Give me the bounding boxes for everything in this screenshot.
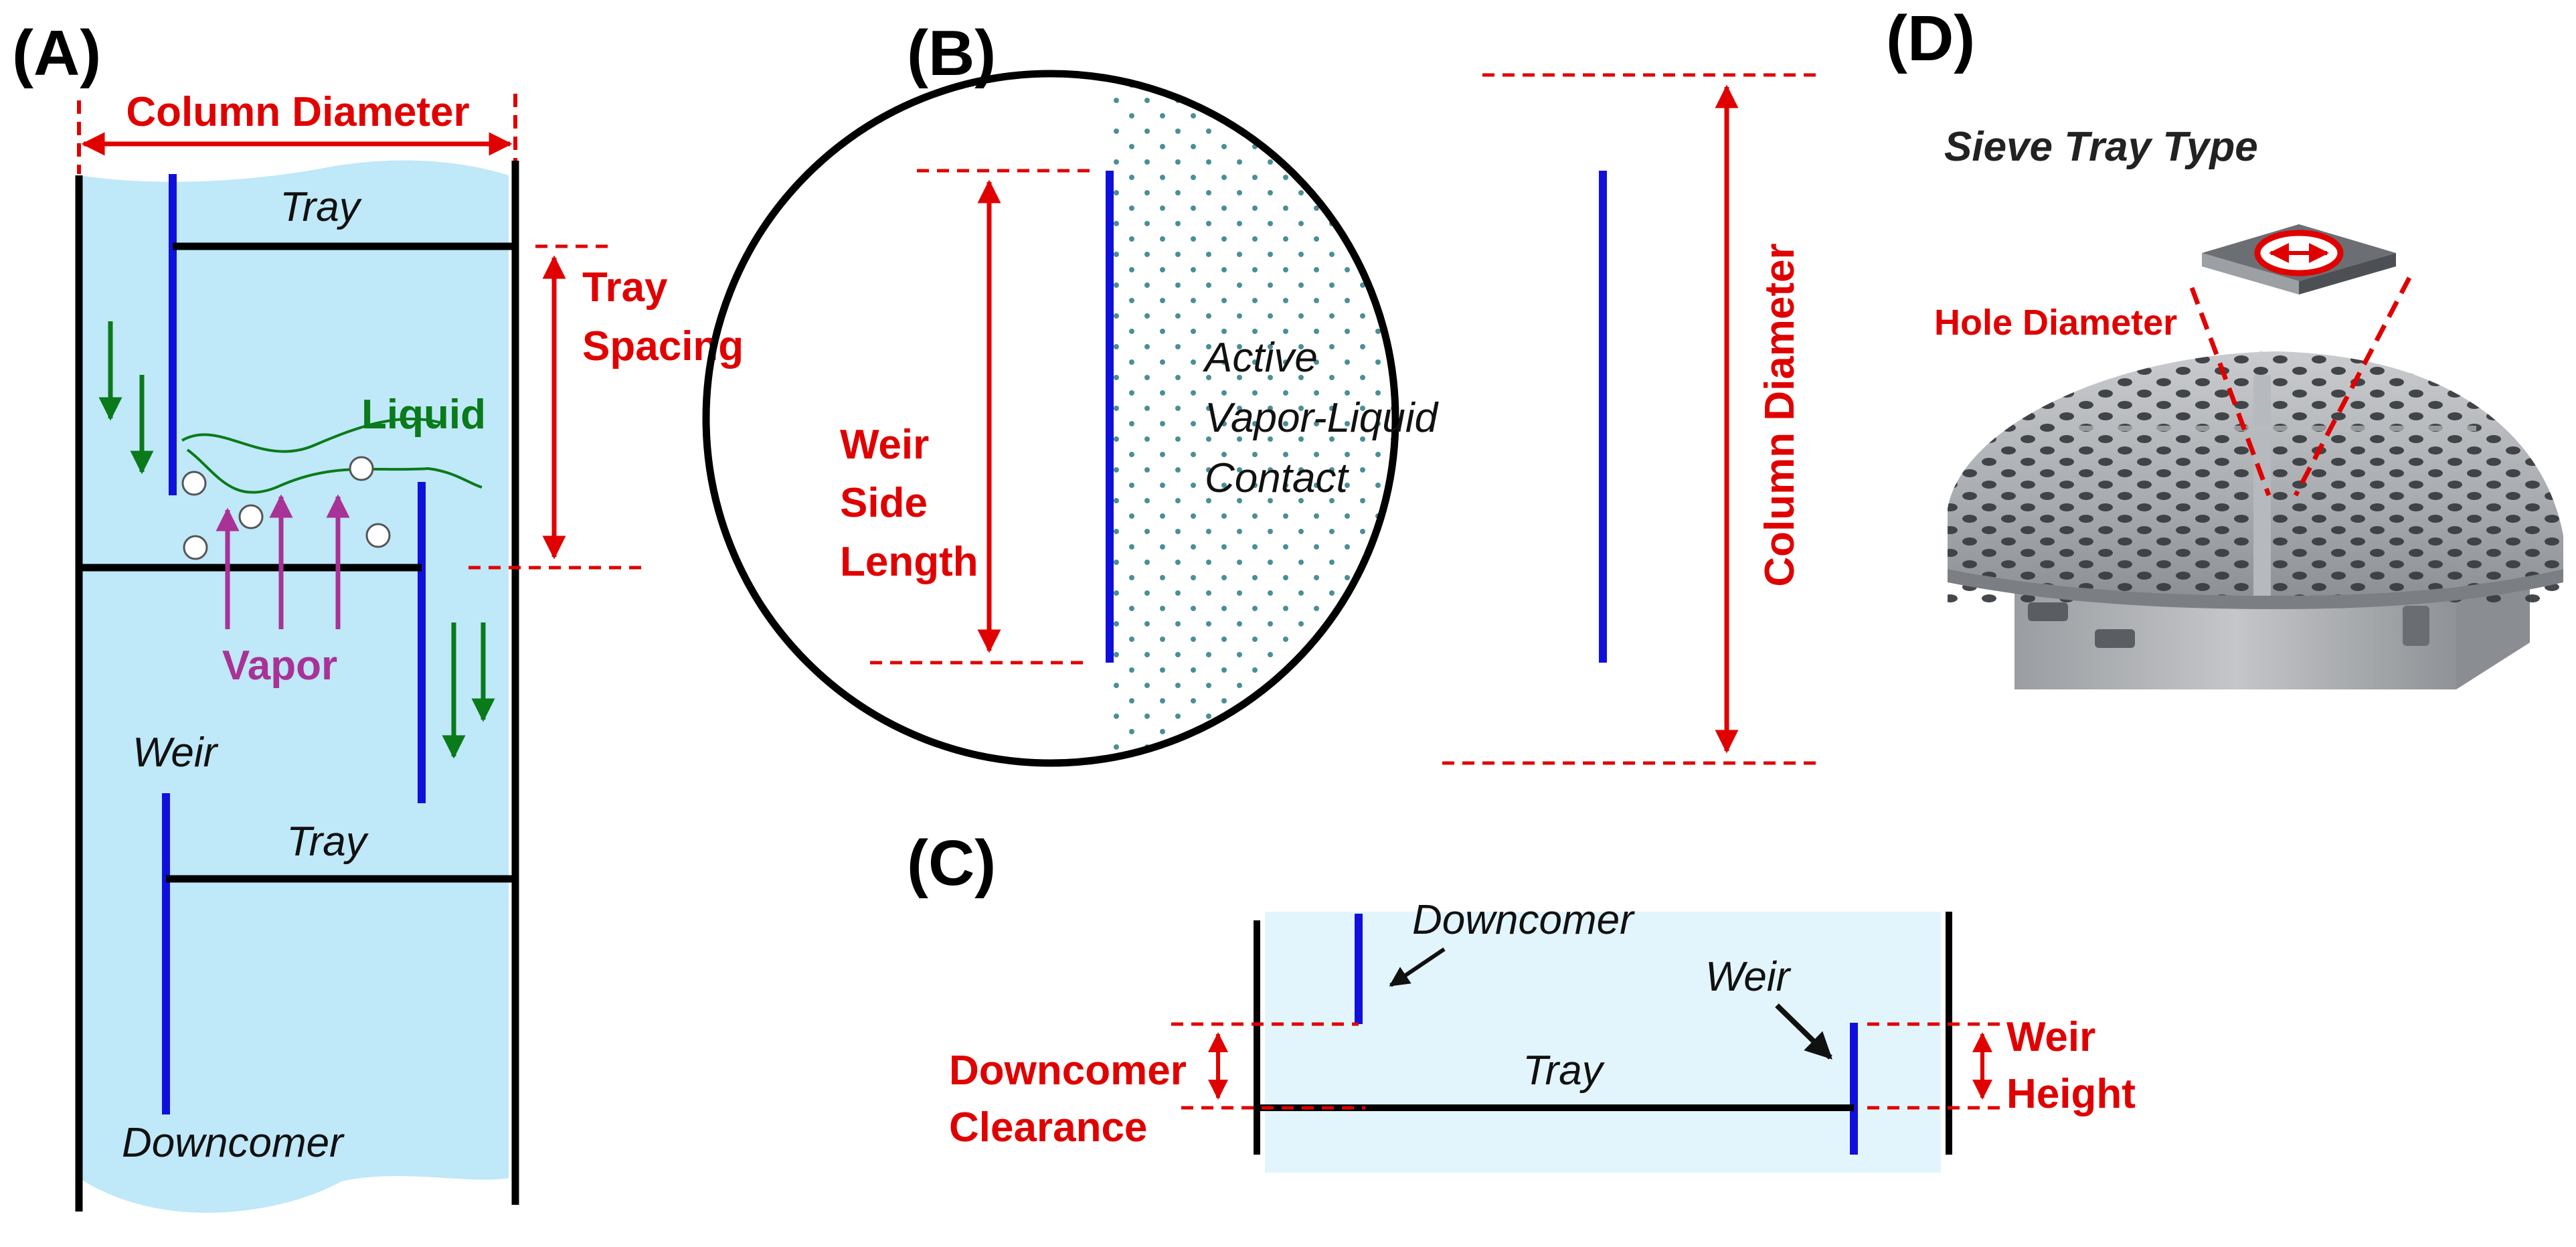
weir-height-label-line1: Weir — [2006, 1014, 2095, 1060]
active-area-label-line1: Active — [1202, 335, 1318, 381]
panel-c: (C) Tray Downcomer Weir Downcomer Cleara… — [907, 827, 2136, 1173]
tray-upper-label: Tray — [280, 184, 362, 230]
downcomer-clearance-label-line1: Downcomer — [949, 1048, 1187, 1094]
panel-d: (D) Sieve Tray Type Hole Diameter — [1886, 3, 2563, 689]
liquid-wave-lower — [186, 448, 483, 494]
panel-a-label: (A) — [12, 17, 101, 89]
active-area-label-line2: Vapor-Liquid — [1205, 395, 1440, 441]
panel-a: (A) Column Diameter Tray Tray Tray Spaci… — [12, 17, 744, 1213]
liquid-wave-upper — [181, 417, 442, 453]
weir-side-label-line3: Length — [840, 539, 978, 585]
vapor-bubble — [349, 456, 374, 481]
tray-label-c: Tray — [1523, 1048, 1605, 1094]
column-diameter-label-b: Column Diameter — [1757, 243, 1803, 586]
vapor-bubble — [181, 471, 207, 496]
downcomer-label-a: Downcomer — [122, 1120, 345, 1166]
vapor-bubble — [183, 535, 208, 560]
tray-spacing-label-line1: Tray — [582, 264, 668, 311]
panel-c-liquid-region — [1265, 912, 1941, 1173]
vapor-label: Vapor — [222, 643, 337, 689]
panel-b: (B) Active Vapor-Liquid Contact Weir Sid… — [702, 17, 1820, 767]
downcomer-pointer-c — [1389, 947, 1446, 987]
weir-height-label-line2: Height — [2006, 1071, 2136, 1117]
weir-side-label-line1: Weir — [840, 422, 929, 468]
tray-lower-label: Tray — [286, 819, 369, 865]
active-area-label-line3: Contact — [1205, 455, 1349, 501]
weir-pointer-c — [1775, 1003, 1832, 1060]
panel-c-label: (C) — [907, 827, 996, 899]
panel-d-label: (D) — [1886, 3, 1975, 74]
column-cross-section — [702, 70, 1399, 767]
weir-label-a: Weir — [133, 730, 219, 776]
hole-view-line-left — [2189, 286, 2271, 497]
hole-diameter-label: Hole Diameter — [1934, 303, 2177, 343]
vapor-bubble — [238, 504, 264, 529]
downcomer-clearance-label-line2: Clearance — [949, 1104, 1147, 1151]
column-diameter-label-a: Column Diameter — [126, 89, 469, 135]
hole-plate-inset — [2202, 224, 2396, 295]
weir-side-label-line2: Side — [840, 480, 928, 526]
weir-label-c: Weir — [1705, 954, 1792, 1000]
sieve-tray-illustration — [1948, 351, 2563, 689]
liquid-label: Liquid — [361, 392, 486, 438]
downcomer-label-c: Downcomer — [1412, 897, 1635, 943]
vapor-bubble — [365, 523, 391, 548]
sieve-tray-type-title: Sieve Tray Type — [1944, 124, 2258, 170]
column-liquid-body — [79, 160, 509, 1213]
hole-view-line-right — [2293, 276, 2412, 497]
